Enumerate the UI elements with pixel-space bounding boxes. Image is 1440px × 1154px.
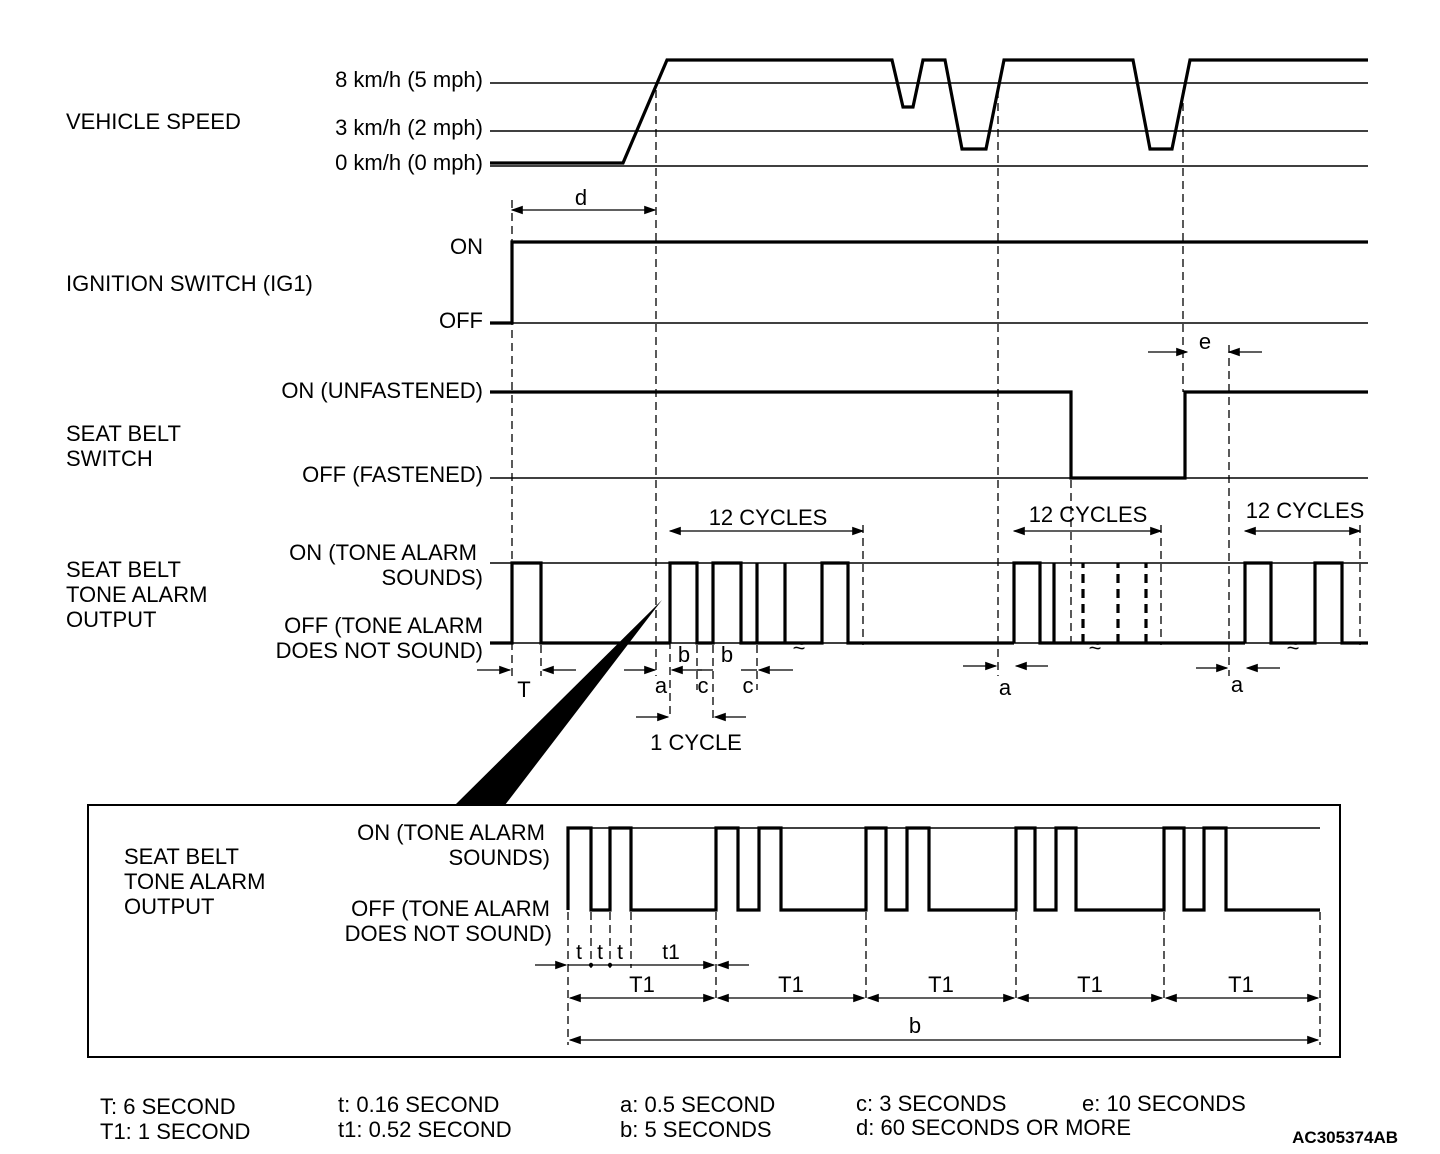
break-symbol-3: ≈ [1287,633,1299,658]
speed-level-8: 8 km/h (5 mph) [335,67,483,92]
t-mark-2: t [597,941,603,964]
belt-switch-off-label: OFF (FASTENED) [302,462,483,487]
ignition-on-label: ON [450,234,483,259]
T1-mark-1: T1 [629,972,655,997]
belt-switch-on-label: ON (UNFASTENED) [281,378,483,403]
one-cycle-label: 1 CYCLE [650,730,742,755]
tone-title-2: TONE ALARM [66,582,207,607]
T1-mark-2: T1 [778,972,804,997]
detail-title-2: TONE ALARM [124,869,265,894]
a1-mark: a [655,673,668,698]
detail-callout-pointer [455,600,662,805]
e-mark: e [1199,329,1211,354]
t-dot-1 [588,962,594,968]
ignition-waveform [490,240,1368,325]
t-dot-2 [607,962,613,968]
detail-panel: SEAT BELT TONE ALARM OUTPUT ON (TONE ALA… [87,804,1341,1058]
a2-mark: a [999,675,1012,700]
legend-t1: t1: 0.52 SECOND [338,1117,512,1142]
tone-off-label-1: OFF (TONE ALARM [284,613,483,638]
vehicle-speed-title: VEHICLE SPEED [66,109,241,134]
legend-b: b: 5 SECONDS [620,1117,772,1142]
T1-mark-4: T1 [1077,972,1103,997]
seat-belt-switch-section: SEAT BELT SWITCH ON (UNFASTENED) OFF (FA… [66,329,1368,487]
T1-mark-5: T1 [1228,972,1254,997]
legend-d: d: 60 SECONDS OR MORE [856,1115,1131,1140]
tone-burst-2 [1012,561,1083,645]
tone-off-label-2: DOES NOT SOUND) [276,638,483,663]
legend: T: 6 SECOND T1: 1 SECOND t: 0.16 SECOND … [100,1091,1398,1147]
b-total-mark: b [909,1013,921,1038]
vehicle-speed-section: VEHICLE SPEED 8 km/h (5 mph) 3 km/h (2 m… [66,58,1368,175]
tone-burst-1 [668,561,1014,645]
b2-mark: b [721,642,733,667]
tone-on-label-2: SOUNDS) [382,565,483,590]
detail-title-1: SEAT BELT [124,844,239,869]
speed-level-0: 0 km/h (0 mph) [335,150,483,175]
d-mark: d [575,185,587,210]
break-symbol-1: ≈ [793,633,805,658]
t-mark-3: t [617,941,623,964]
legend-e: e: 10 SECONDS [1082,1091,1246,1116]
detail-frame [87,804,1341,1058]
belt-switch-waveform [490,390,1368,480]
c2-mark: c [743,673,754,698]
cycles-label-3: 12 CYCLES [1246,498,1365,523]
vehicle-speed-waveform [490,58,1368,165]
b1-mark: b [678,642,690,667]
detail-title-3: OUTPUT [124,894,214,919]
ignition-section: IGNITION SWITCH (IG1) ON OFF d [66,185,1368,333]
reference-dashes [511,90,1230,676]
tone-t-pulse [490,561,670,645]
legend-c: c: 3 SECONDS [856,1091,1006,1116]
legend-a: a: 0.5 SECOND [620,1092,775,1117]
detail-off-label-2: DOES NOT SOUND) [345,921,552,946]
T1-mark-3: T1 [928,972,954,997]
tone-burst-3 [1243,561,1368,645]
legend-T1: T1: 1 SECOND [100,1119,250,1144]
t1-mark: t1 [662,941,680,964]
tone-title-3: OUTPUT [66,607,156,632]
tone-on-label-1: ON (TONE ALARM [289,540,477,565]
speed-level-3: 3 km/h (2 mph) [335,115,483,140]
detail-waveform [566,826,1320,912]
cycles-label-1: 12 CYCLES [709,505,828,530]
belt-switch-title-2: SWITCH [66,446,153,471]
tone-title-1: SEAT BELT [66,557,181,582]
detail-on-label-2: SOUNDS) [449,845,550,870]
t-mark-1: t [576,941,582,964]
detail-off-label-1: OFF (TONE ALARM [351,896,550,921]
ignition-off-label: OFF [439,308,483,333]
ignition-title: IGNITION SWITCH (IG1) [66,271,313,296]
belt-switch-title-1: SEAT BELT [66,421,181,446]
figure-code: AC305374AB [1292,1128,1398,1147]
detail-on-label-1: ON (TONE ALARM [357,820,545,845]
T-mark: T [517,677,530,702]
c1-mark: c [698,673,709,698]
cycles-label-2: 12 CYCLES [1029,502,1148,527]
tone-alarm-section: SEAT BELT TONE ALARM OUTPUT ON (TONE ALA… [66,498,1368,755]
legend-T: T: 6 SECOND [100,1094,236,1119]
a3-mark: a [1231,672,1244,697]
break-symbol-2: ≈ [1089,633,1101,658]
legend-t: t: 0.16 SECOND [338,1092,499,1117]
